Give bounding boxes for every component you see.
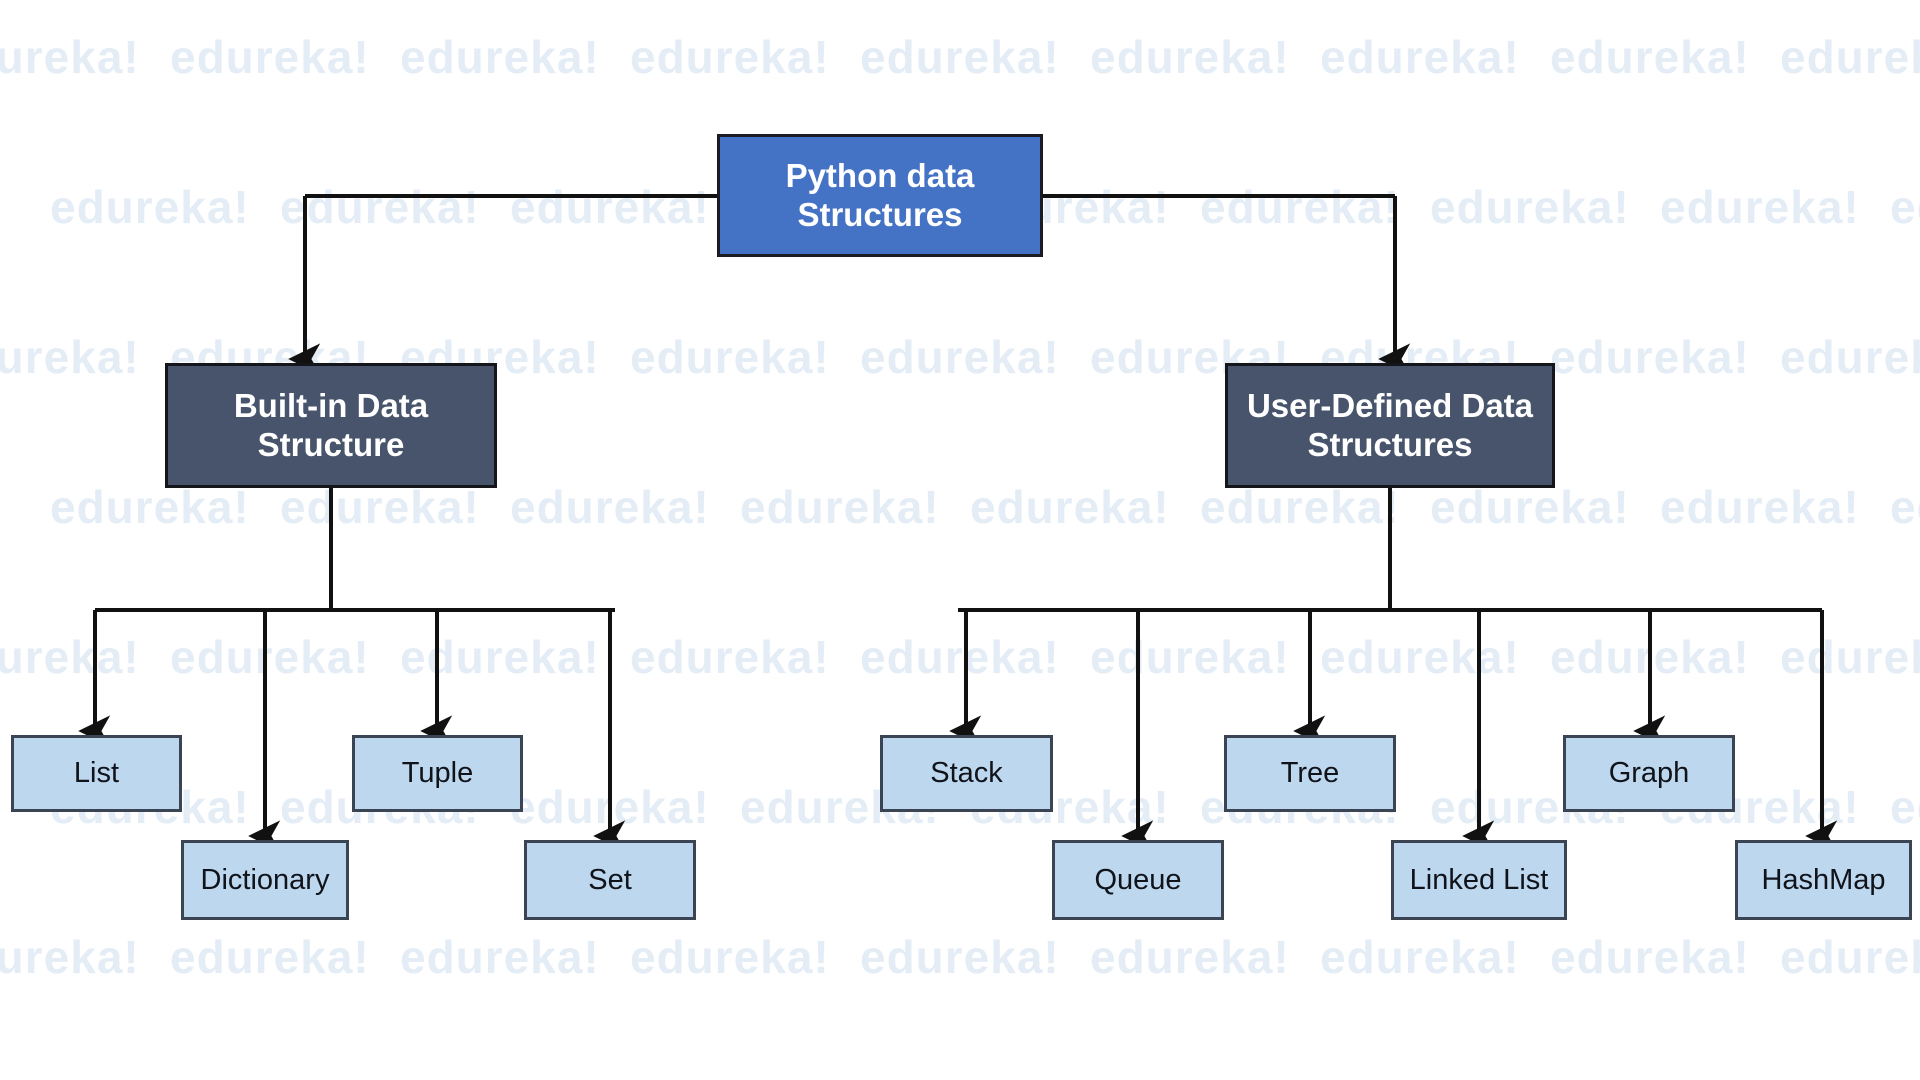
watermark-edureka: edureka! [280,181,480,233]
node-label-tree: Tree [1280,757,1340,790]
watermark-edureka: edureka! [630,31,830,83]
watermark-edureka: edureka! [1430,181,1630,233]
node-queue[interactable]: Queue [1052,840,1224,920]
watermark-edureka: edureka! [860,631,1060,683]
node-set[interactable]: Set [524,840,696,920]
node-label-built-in-data-structure: Built-in Data Structure [233,386,429,463]
watermark-edureka: edureka! [170,31,370,83]
watermark-edureka: edureka! [860,31,1060,83]
watermark-edureka: edureka! [1660,181,1860,233]
node-label-user-defined-data-structures: User-Defined Data Structures [1246,386,1534,463]
watermark-edureka: edureka! [0,31,140,83]
watermark-edureka: edureka! [630,331,830,383]
node-label-stack: Stack [930,757,1003,790]
watermark-edureka: edureka! [280,481,480,533]
node-label-hashmap: HashMap [1761,863,1886,896]
watermark-edureka: edureka! [1550,331,1750,383]
node-list[interactable]: List [11,735,182,812]
node-label-graph: Graph [1608,757,1690,790]
watermark-edureka: edureka! [1550,31,1750,83]
watermark-edureka: edureka! [630,931,830,983]
watermark-edureka: edureka! [1550,631,1750,683]
watermark-edureka: edureka! [1320,31,1520,83]
watermark-edureka: edureka! [1090,931,1290,983]
watermark-edureka: edureka! [510,781,710,833]
watermark-edureka: edureka! [510,181,710,233]
node-user-defined-data-structures[interactable]: User-Defined Data Structures [1225,363,1555,488]
node-dictionary[interactable]: Dictionary [181,840,349,920]
watermark-edureka: edureka! [1780,31,1920,83]
node-built-in-data-structure[interactable]: Built-in Data Structure [165,363,497,488]
node-tuple[interactable]: Tuple [352,735,523,812]
watermark-edureka: edureka! [1200,481,1400,533]
watermark-edureka: edureka! [400,631,600,683]
watermark-edureka: edureka! [860,331,1060,383]
watermark-edureka: edureka! [970,481,1170,533]
watermark-edureka: edureka! [740,481,940,533]
node-hashmap[interactable]: HashMap [1735,840,1912,920]
node-graph[interactable]: Graph [1563,735,1735,812]
watermark-edureka: edureka! [0,931,140,983]
node-label-python-data-structures: Python data Structures [785,156,975,233]
watermark-edureka: edureka! [1090,631,1290,683]
node-label-dictionary: Dictionary [200,863,330,896]
node-label-tuple: Tuple [401,757,474,790]
watermark-edureka: edureka! [1430,481,1630,533]
watermark-edureka: edureka! [1550,931,1750,983]
node-python-data-structures[interactable]: Python data Structures [717,134,1043,257]
watermark-edureka: edureka! [1890,781,1920,833]
node-label-list: List [73,757,120,790]
watermark-edureka: edureka! [50,181,250,233]
watermark-edureka: edureka! [400,931,600,983]
node-linked-list[interactable]: Linked List [1391,840,1567,920]
watermark-edureka: edureka! [1780,931,1920,983]
node-label-linked-list: Linked List [1409,863,1549,896]
watermark-edureka: edureka! [1200,181,1400,233]
watermark-edureka: edureka! [0,631,140,683]
watermark-edureka: edureka! [510,481,710,533]
watermark-edureka: edureka! [630,631,830,683]
node-stack[interactable]: Stack [880,735,1053,812]
watermark-edureka: edureka! [1780,631,1920,683]
watermark-edureka: edureka! [1320,931,1520,983]
watermark-edureka: edureka! [50,481,250,533]
node-tree[interactable]: Tree [1224,735,1396,812]
watermark-edureka: edureka! [400,31,600,83]
node-label-queue: Queue [1094,863,1182,896]
watermark-edureka: edureka! [0,331,140,383]
watermark-edureka: edureka! [1320,631,1520,683]
watermark-edureka: edureka! [1780,331,1920,383]
watermark-edureka: edureka! [1890,181,1920,233]
watermark-edureka: edureka! [170,631,370,683]
watermark-edureka: edureka! [170,931,370,983]
watermark-edureka: edureka! [860,931,1060,983]
watermark-edureka: edureka! [1660,481,1860,533]
watermark-edureka: edureka! [1090,31,1290,83]
watermark-edureka: edureka! [1890,481,1920,533]
node-label-set: Set [588,863,632,896]
